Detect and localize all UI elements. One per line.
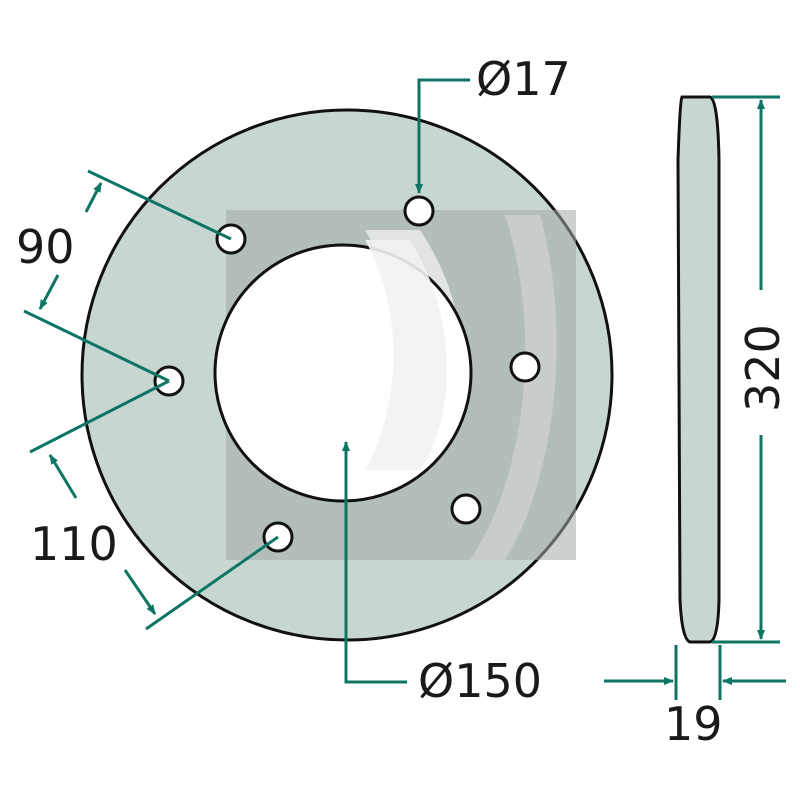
bolt-hole: [450, 493, 482, 525]
hole-diameter-leader: [415, 78, 470, 194]
angle-90-extension-mid: [23, 309, 170, 383]
angle-110-arrow-down: [123, 569, 157, 615]
angle-90-extension-top: [87, 169, 232, 241]
angle-110-extension-bottom: [145, 535, 279, 631]
bolt-hole: [403, 195, 435, 227]
angle-90-arrow-up: [84, 182, 103, 213]
outer-diameter-label: 320: [736, 324, 790, 412]
bolt-hole: [509, 351, 541, 383]
angle-90-arrow-down: [38, 274, 60, 310]
angle-110-extension-mid: [29, 379, 170, 454]
thickness-label: 19: [664, 697, 723, 751]
hole-diameter-label: Ø17: [476, 52, 571, 106]
watermark-logo-inner: [365, 240, 447, 470]
angle-90-label: 90: [16, 220, 75, 274]
disc-side-profile: [676, 95, 721, 644]
angle-110-label: 110: [30, 517, 118, 571]
bore-diameter-leader: [342, 441, 407, 684]
angle-110-arrow-up: [48, 454, 78, 499]
bore-diameter-label: Ø150: [418, 654, 542, 708]
